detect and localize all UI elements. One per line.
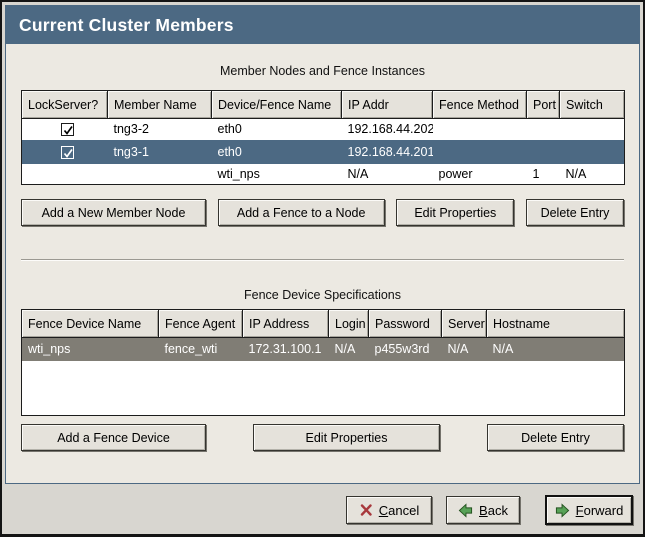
arrow-left-icon <box>458 502 473 518</box>
cell-fence-method <box>433 119 527 140</box>
check-icon <box>64 126 73 136</box>
column-header-ip-addr[interactable]: IP Addr <box>341 90 433 119</box>
cancel-button-label: Cancel <box>378 502 420 518</box>
cell-fence-method: power <box>438 166 473 181</box>
cell-fence-method <box>432 139 527 164</box>
add-fence-device-button[interactable]: Add a Fence Device <box>21 424 206 451</box>
lockserver-checkbox[interactable] <box>61 145 75 159</box>
cell-device-fence-name: wti_nps <box>217 166 260 181</box>
cell-hostname: N/A <box>486 337 625 361</box>
cell-login: N/A <box>328 337 369 361</box>
main-panel: Current Cluster Members Member Nodes and… <box>5 5 640 484</box>
back-button-label: Back <box>479 502 508 518</box>
fence-table-empty-area[interactable] <box>21 360 625 416</box>
cell-password: p455w3rd <box>368 337 442 361</box>
cell-ip-addr: N/A <box>347 166 369 181</box>
lockserver-checkbox[interactable] <box>61 123 75 137</box>
cell-switch <box>559 139 625 164</box>
cell-fence-device-name: wti_nps <box>21 337 159 361</box>
add-member-node-button[interactable]: Add a New Member Node <box>21 199 206 226</box>
arrow-right-icon <box>555 502 570 518</box>
member-table-header-row: LockServer? Member Name Device/Fence Nam… <box>21 90 625 119</box>
cell-ip-addr: 192.168.44.201 <box>341 139 433 164</box>
column-header-fence-method[interactable]: Fence Method <box>432 90 527 119</box>
member-nodes-table: LockServer? Member Name Device/Fence Nam… <box>21 90 625 185</box>
column-header-login[interactable]: Login <box>328 309 369 338</box>
column-header-server[interactable]: Server <box>441 309 487 338</box>
member-row-tng3-1-selected[interactable]: tng3-1 eth0 192.168.44.201 <box>21 139 625 164</box>
cell-ip-addr: 192.168.44.202 <box>347 122 433 137</box>
cell-member-name: tng3-2 <box>113 122 149 137</box>
cell-port <box>526 139 560 164</box>
column-header-fence-device-name[interactable]: Fence Device Name <box>21 309 159 338</box>
members-section-label: Member Nodes and Fence Instances <box>220 64 425 78</box>
check-icon <box>64 148 73 158</box>
delete-entry-button[interactable]: Delete Entry <box>487 424 624 451</box>
cancel-button[interactable]: Cancel <box>346 496 432 524</box>
member-buttons-row: Add a New Member Node Add a Fence to a N… <box>21 199 624 226</box>
column-header-switch[interactable]: Switch <box>559 90 625 119</box>
delete-entry-button[interactable]: Delete Entry <box>525 199 624 226</box>
member-row-tng3-2[interactable]: tng3-2 eth0 192.168.44.202 <box>22 119 625 140</box>
back-button[interactable]: Back <box>446 496 520 524</box>
content-area: Member Nodes and Fence Instances LockSer… <box>6 64 639 451</box>
member-row-wti-nps[interactable]: wti_nps N/A power 1 N/A <box>22 164 625 185</box>
dialog-action-area: Cancel Back Forward <box>5 484 640 534</box>
cell-member-name <box>108 164 212 185</box>
fence-section-label: Fence Device Specifications <box>243 288 402 302</box>
column-header-lockserver[interactable]: LockServer? <box>21 90 108 119</box>
cell-switch <box>560 119 625 140</box>
edit-properties-button[interactable]: Edit Properties <box>253 424 440 451</box>
section-separator <box>21 259 624 261</box>
cell-port: 1 <box>532 166 540 181</box>
cell-member-name: tng3-1 <box>107 139 212 164</box>
column-header-password[interactable]: Password <box>368 309 442 338</box>
column-header-hostname[interactable]: Hostname <box>486 309 625 338</box>
cancel-x-icon <box>359 503 373 517</box>
column-header-ip-address[interactable]: IP Address <box>242 309 329 338</box>
forward-button[interactable]: Forward <box>545 495 633 525</box>
column-header-fence-agent[interactable]: Fence Agent <box>158 309 243 338</box>
add-fence-to-node-button[interactable]: Add a Fence to a Node <box>217 199 385 226</box>
cell-switch: N/A <box>565 166 587 181</box>
fence-table-header-row: Fence Device Name Fence Agent IP Address… <box>21 309 625 338</box>
edit-properties-button[interactable]: Edit Properties <box>396 199 515 226</box>
cell-ip-address: 172.31.100.1 <box>242 337 329 361</box>
cell-device-fence-name: eth0 <box>217 122 242 137</box>
page-title: Current Cluster Members <box>6 6 639 44</box>
column-header-port[interactable]: Port <box>526 90 560 119</box>
cell-server: N/A <box>441 337 487 361</box>
fence-devices-table: Fence Device Name Fence Agent IP Address… <box>21 309 625 416</box>
cell-fence-agent: fence_wti <box>158 337 243 361</box>
cell-port <box>527 119 560 140</box>
column-header-device-fence-name[interactable]: Device/Fence Name <box>211 90 342 119</box>
forward-button-label: Forward <box>575 502 624 518</box>
fence-buttons-row: Add a Fence Device Edit Properties Delet… <box>21 424 624 451</box>
cell-device-fence-name: eth0 <box>211 139 342 164</box>
column-header-member-name[interactable]: Member Name <box>107 90 212 119</box>
fence-device-row-wti-nps-selected[interactable]: wti_nps fence_wti 172.31.100.1 N/A p455w… <box>21 337 625 361</box>
